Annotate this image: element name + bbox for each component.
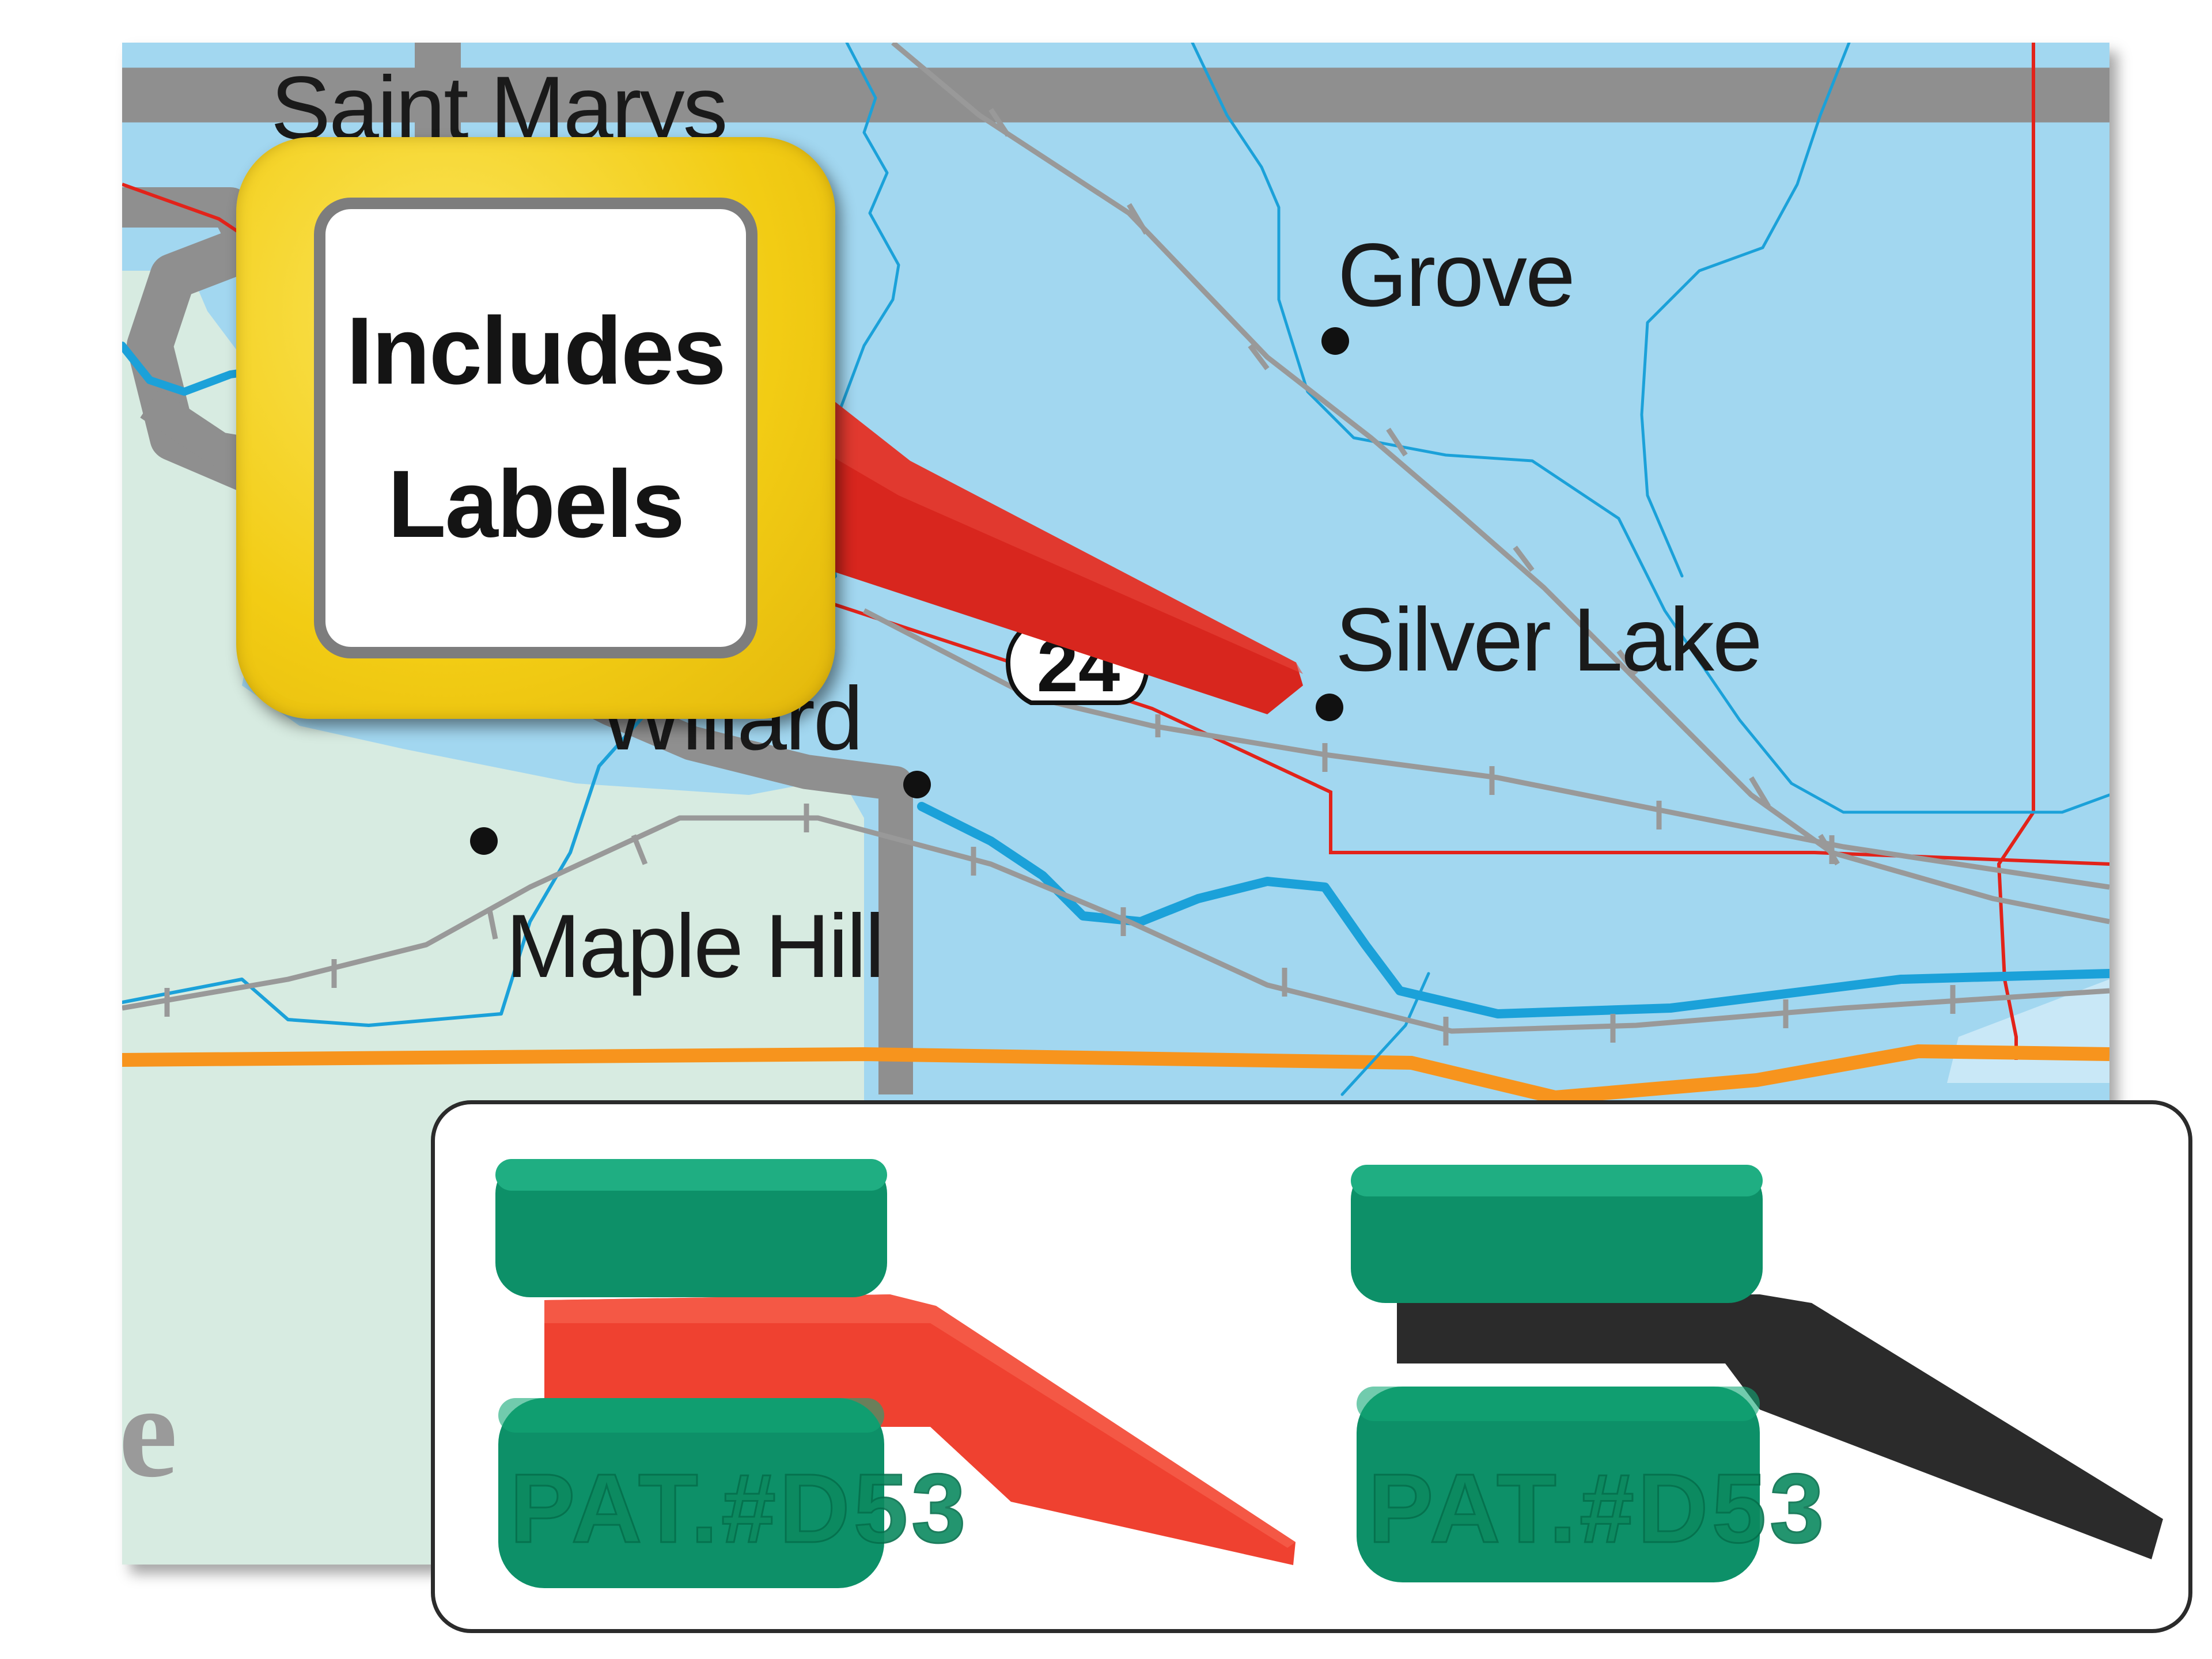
legend-fragment: e <box>119 1358 178 1505</box>
pin-comparison-inset: PAT.#D53 PAT.#D53 <box>431 1100 2192 1633</box>
town-label-grove: Grove <box>1338 225 1575 325</box>
map-pin-red: PAT.#D53 <box>495 1159 1296 1588</box>
callout-line-2: Labels <box>388 451 685 558</box>
label-card: Includes Labels <box>314 198 757 658</box>
town-dot-grove <box>1321 327 1349 355</box>
town-label-maple-hill: Maple Hill <box>506 896 885 997</box>
pin-illustrations: PAT.#D53 PAT.#D53 <box>495 1159 2163 1588</box>
map-pin-black: PAT.#D53 <box>1351 1165 2163 1582</box>
callout-line-1: Includes <box>346 298 726 405</box>
state-boundary <box>122 1044 2109 1105</box>
town-dot-willard <box>903 771 931 798</box>
railroad-ties <box>164 108 1956 1046</box>
pin-engraving-red: PAT.#D53 <box>510 1454 969 1563</box>
town-dots <box>470 327 1349 855</box>
town-dot-maple-hill <box>470 827 498 855</box>
town-dot-silver-lake <box>1316 694 1343 721</box>
town-label-silver-lake: Silver Lake <box>1335 590 1763 690</box>
pin-engraving-black: PAT.#D53 <box>1368 1454 1828 1563</box>
label-holder-callout: Includes Labels <box>236 137 835 719</box>
